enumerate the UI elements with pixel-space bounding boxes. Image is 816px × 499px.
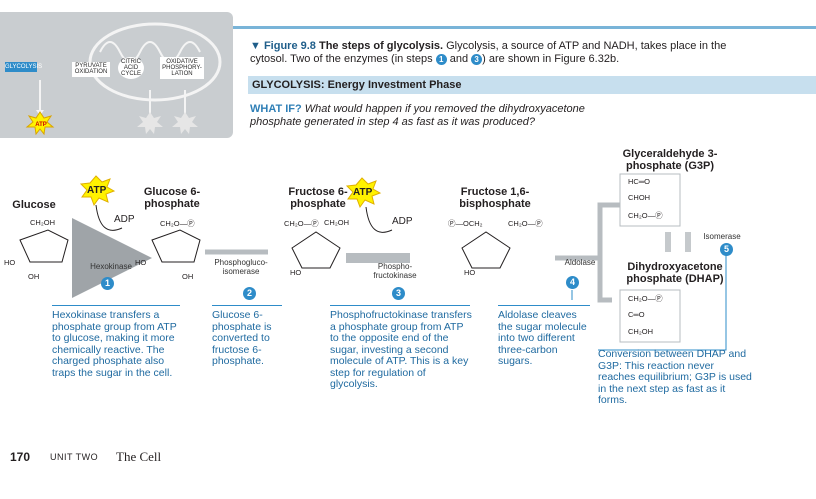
- step-3-description: Phosphofructokinase transfers a phosphat…: [330, 309, 472, 390]
- f16bp-ring: [461, 231, 511, 269]
- caption-text: Glycolysis, a source of ATP and NADH, ta…: [250, 40, 727, 65]
- glucose-oh: OH: [28, 272, 40, 281]
- overview-atp-text: ATP: [35, 122, 47, 128]
- what-if-label: WHAT IF?: [250, 103, 302, 115]
- molecule-dhap: Dihydroxyacetone phosphate (DHAP): [626, 261, 724, 285]
- atp-burst-2: [345, 177, 382, 209]
- g3p-ch2op: CH₂O—Ⓟ: [628, 211, 663, 220]
- caption-step-badge-3: 3: [471, 54, 483, 65]
- enzyme-phosphofructokinase: Phospho-fructokinase: [373, 262, 417, 280]
- f6p-ch2op: CH₂O—Ⓟ: [284, 219, 319, 228]
- atp-adp-arrow-2: [365, 206, 393, 233]
- figure-label: ▼ Figure 9.8 The steps of glycolysis.: [250, 40, 443, 52]
- unit-title: The Cell: [116, 449, 162, 464]
- g6p-oh: OH: [182, 272, 194, 281]
- figure-number: ▼ Figure 9.8: [250, 40, 316, 52]
- step-2-description: Glucose 6-phosphate is converted to fruc…: [212, 309, 272, 367]
- overview-oxphos-label: OXIDATIVE PHOSPHORY-LATION: [162, 59, 202, 77]
- step-4-description: Aldolase cleaves the sugar molecule into…: [498, 309, 587, 367]
- f6p-ch2oh: CH₂OH: [324, 218, 349, 227]
- f6p-ho: HO: [290, 268, 302, 277]
- step-rule-3: [330, 305, 470, 306]
- step-rule-5-bracket: [598, 246, 727, 351]
- adp-label-2: ADP: [392, 216, 413, 227]
- molecule-glucose-6-phosphate: Glucose 6-phosphate: [143, 186, 201, 210]
- overview-atp-label: ATP: [34, 122, 48, 128]
- overview-citric-acid-cycle: CITRIC ACID CYCLE: [118, 57, 144, 79]
- overview-pyruvate-label: PYRUVATE OXIDATION: [74, 63, 108, 75]
- step-5-description: Conversion between DHAP and G3P: This re…: [598, 348, 752, 406]
- overview-pyruvate-oxidation: PYRUVATE OXIDATION: [72, 62, 110, 77]
- f16bp-poch2: Ⓟ—OCH₂: [448, 219, 483, 228]
- g6p-ring: [151, 229, 201, 263]
- step-badge-3: 3: [392, 287, 405, 300]
- step-badge-1: 1: [101, 277, 114, 290]
- step-badge-5: 5: [720, 243, 733, 256]
- overview-glycolysis-label: GLYCOLYSIS: [5, 64, 43, 70]
- dhap-co: C═O: [628, 310, 645, 319]
- glycolysis-diagram: [19, 173, 727, 351]
- figure-caption: ▼ Figure 9.8 The steps of glycolysis. Gl…: [250, 40, 750, 66]
- step-1-description: Hexokinase transfers a phosphate group f…: [52, 309, 177, 379]
- f6p-ring: [291, 231, 341, 269]
- dhap-box: [619, 289, 681, 343]
- molecule-fructose-6-phosphate: Fructose 6-phosphate: [288, 186, 348, 210]
- overview-glycolysis: GLYCOLYSIS: [5, 62, 42, 72]
- isomerase-arrows: [665, 232, 691, 252]
- page-number: 170: [10, 450, 31, 464]
- dhap-ch2op: CH₂O—Ⓟ: [628, 294, 663, 303]
- dhap-ch2oh: CH₂OH: [628, 327, 653, 336]
- header-band: [0, 26, 816, 29]
- g6p-ho: HO: [135, 258, 147, 267]
- reaction-arrow-4b: [597, 258, 612, 303]
- atp-burst-1: [79, 175, 116, 207]
- reaction-arrow-4: [555, 202, 620, 261]
- caption-text-end: ) are shown in Figure 6.32b.: [482, 53, 620, 65]
- caption-and: and: [449, 53, 469, 65]
- g3p-box: [619, 173, 681, 227]
- overview-oxidative-phosphorylation: OXIDATIVE PHOSPHORY-LATION: [160, 57, 204, 79]
- glucose-ho: HO: [4, 258, 16, 267]
- step-rule-2: [212, 305, 282, 306]
- overview-citric-label: CITRIC ACID CYCLE: [120, 59, 141, 77]
- atp-label-2: ATP: [353, 187, 373, 198]
- molecule-fructose-1-6-bisphosphate: Fructose 1,6-bisphosphate: [459, 186, 531, 210]
- g6p-ch2op: CH₂O—Ⓟ: [160, 219, 195, 228]
- figure-title: The steps of glycolysis.: [318, 40, 444, 52]
- phase-bar: [248, 76, 816, 94]
- caption-step-badge-1: 1: [435, 54, 447, 65]
- adp-label-1: ADP: [114, 214, 135, 225]
- what-if-question: WHAT IF? What would happen if you remove…: [250, 103, 610, 129]
- overview-atp-bursts: [25, 111, 198, 136]
- molecule-glucose: Glucose: [12, 199, 56, 211]
- enzyme-aldolase: Aldolase: [564, 258, 596, 267]
- phase-title: GLYCOLYSIS: Energy Investment Phase: [252, 79, 462, 91]
- overview-thumbnail: GLYCOLYSIS PYRUVATE OXIDATION CITRIC ACI…: [0, 12, 233, 138]
- glucose-ring: [19, 229, 69, 263]
- g3p-choh: CHOH: [628, 193, 651, 202]
- unit-label: UNIT TWO: [50, 452, 99, 462]
- step-badge-2: 2: [243, 287, 256, 300]
- step-rule-1: [52, 305, 180, 306]
- step-badge-4: 4: [566, 276, 579, 289]
- what-if-text: What would happen if you removed the dih…: [250, 103, 585, 128]
- enzyme-isomerase: Isomerase: [703, 232, 741, 241]
- enzyme-hexokinase: Hexokinase: [90, 262, 132, 271]
- f16bp-ho: HO: [464, 268, 476, 277]
- atp-label-1: ATP: [87, 185, 107, 196]
- g3p-hco: HC═O: [628, 177, 650, 186]
- enzyme-phosphoglucoisomerase: Phosphogluco-isomerase: [214, 258, 268, 276]
- glucose-ch2oh: CH₂OH: [30, 218, 55, 227]
- molecule-g3p: Glyceraldehyde 3-phosphate (G3P): [622, 148, 718, 172]
- step-rule-4: [498, 305, 590, 306]
- f16bp-ch2op: CH₂O—Ⓟ: [508, 219, 543, 228]
